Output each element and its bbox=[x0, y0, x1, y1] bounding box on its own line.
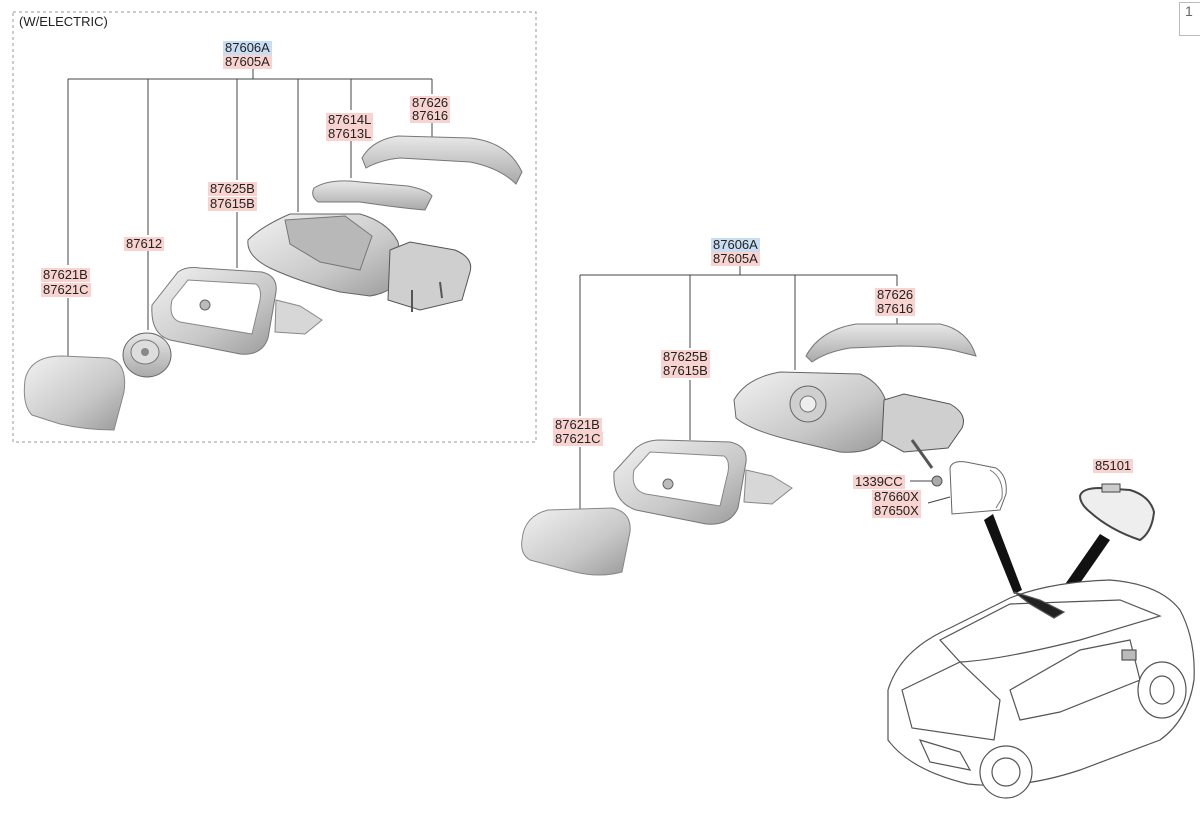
part-label-inside-mirror[interactable]: 85101 bbox=[1093, 458, 1134, 473]
part-label-glass-1[interactable]: 87621B bbox=[41, 267, 90, 282]
electric-base-body bbox=[247, 213, 472, 312]
electric-lower-cover bbox=[312, 180, 433, 211]
part-label-manual-housing-2[interactable]: 87615B bbox=[661, 363, 710, 378]
part-label-housing-2[interactable]: 87615B bbox=[208, 196, 257, 211]
manual-mirror-glass bbox=[521, 507, 631, 576]
electric-scalp-cover bbox=[361, 135, 523, 185]
inside-mirror bbox=[1078, 483, 1156, 542]
part-label-manual-assy-lhd[interactable]: 87606A bbox=[711, 237, 760, 252]
part-label-lower-cover-2[interactable]: 87613L bbox=[326, 126, 374, 141]
electric-actuator bbox=[122, 332, 172, 378]
group-title: (W/ELECTRIC) bbox=[19, 14, 108, 29]
electric-mirror-glass bbox=[23, 355, 126, 431]
vehicle-illustration bbox=[887, 579, 1195, 799]
manual-leader-lines bbox=[579, 266, 951, 510]
part-label-housing-1[interactable]: 87625B bbox=[208, 181, 257, 196]
part-label-cover-top-1[interactable]: 87626 bbox=[410, 95, 451, 110]
part-label-manual-cover-top-1[interactable]: 87626 bbox=[875, 287, 916, 302]
manual-screw bbox=[931, 475, 943, 487]
electric-leader-lines bbox=[67, 69, 433, 357]
page-marker: 1 bbox=[1179, 2, 1200, 36]
part-label-cover-top-2[interactable]: 87616 bbox=[410, 108, 451, 123]
part-label-glass-2[interactable]: 87621C bbox=[41, 282, 91, 297]
part-label-inside-cover-2[interactable]: 87650X bbox=[872, 503, 921, 518]
part-label-screw[interactable]: 1339CC bbox=[853, 474, 905, 489]
part-label-lower-cover-1[interactable]: 87614L bbox=[326, 112, 374, 127]
part-label-inside-cover-1[interactable]: 87660X bbox=[872, 489, 921, 504]
part-label-manual-housing-1[interactable]: 87625B bbox=[661, 349, 710, 364]
part-label-actuator[interactable]: 87612 bbox=[124, 236, 165, 251]
part-label-assy-rhd[interactable]: 87605A bbox=[223, 54, 272, 69]
part-label-assy-lhd[interactable]: 87606A bbox=[223, 40, 272, 55]
part-label-manual-glass-1[interactable]: 87621B bbox=[553, 417, 602, 432]
part-label-manual-glass-2[interactable]: 87621C bbox=[553, 431, 603, 446]
part-label-manual-assy-rhd[interactable]: 87605A bbox=[711, 251, 760, 266]
electric-group-box bbox=[12, 11, 537, 443]
manual-scalp-cover bbox=[805, 323, 977, 363]
manual-inside-cover bbox=[949, 461, 1007, 515]
manual-base-body bbox=[733, 371, 964, 469]
manual-housing bbox=[613, 439, 793, 525]
part-label-manual-cover-top-2[interactable]: 87616 bbox=[875, 301, 916, 316]
electric-housing bbox=[151, 267, 323, 355]
